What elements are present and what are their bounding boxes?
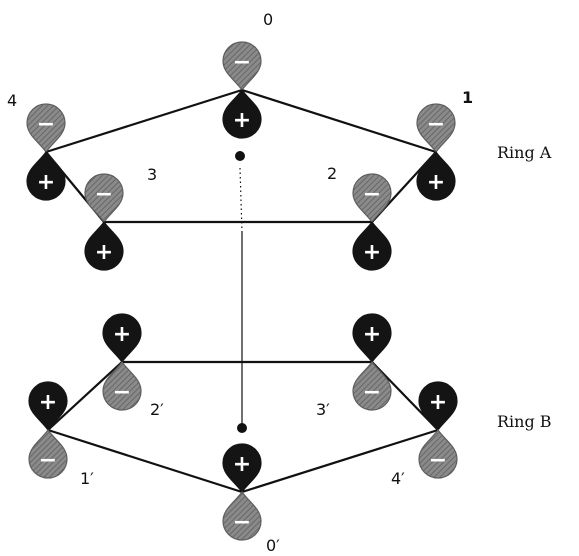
bond-a-0-1 xyxy=(241,88,437,154)
ring-b-atom-0-prime-lower-lobe: − xyxy=(222,490,262,541)
bond-b-1p-0p xyxy=(47,428,243,494)
svg-text:+: + xyxy=(37,170,55,195)
svg-text:−: − xyxy=(233,510,251,535)
ring-b-label: Ring B xyxy=(497,412,552,431)
bond-a-4-0 xyxy=(45,88,243,154)
svg-text:+: + xyxy=(363,240,381,265)
svg-text:−: − xyxy=(233,50,251,75)
ring-a-label: Ring A xyxy=(497,143,552,162)
svg-text:+: + xyxy=(113,322,131,347)
atom-label-1: 1 xyxy=(462,88,473,107)
axis-upper xyxy=(239,167,243,233)
ring-b-atom-2-prime-lower-lobe: − xyxy=(102,360,142,411)
svg-text:+: + xyxy=(39,390,57,415)
ring-b-center-dot xyxy=(237,423,247,433)
orbitals: − + − + − + − + − + + − + − + − + − + − xyxy=(26,41,458,541)
ring-a-atom-1-lower-lobe: + xyxy=(416,150,456,201)
ring-a-center-dot xyxy=(235,151,245,161)
atom-label-2-prime: 2′ xyxy=(150,400,164,419)
svg-text:−: − xyxy=(363,182,381,207)
ring-a-atom-2-upper-lobe: − xyxy=(352,173,392,224)
ring-b-atom-3-prime-lower-lobe: − xyxy=(352,360,392,411)
atom-label-3: 3 xyxy=(147,165,157,184)
svg-text:−: − xyxy=(363,380,381,405)
atom-label-0-prime: 0′ xyxy=(266,536,280,555)
svg-text:−: − xyxy=(113,380,131,405)
svg-text:+: + xyxy=(363,322,381,347)
ring-a-atom-4-lower-lobe: + xyxy=(26,150,66,201)
svg-text:−: − xyxy=(95,182,113,207)
ring-b-atom-0-prime-upper-lobe: + xyxy=(222,443,262,494)
svg-text:+: + xyxy=(233,108,251,133)
atom-label-3-prime: 3′ xyxy=(316,400,330,419)
svg-text:+: + xyxy=(427,170,445,195)
bond-b-4p-3p xyxy=(371,361,439,431)
bond-b-0p-4p xyxy=(241,428,439,494)
ring-b-atom-4-prime-lower-lobe: − xyxy=(418,428,458,479)
ring-b-atom-4-prime-upper-lobe: + xyxy=(418,381,458,432)
atom-label-4-prime: 4′ xyxy=(391,469,405,488)
svg-text:−: − xyxy=(427,112,445,137)
ring-a-atom-3-lower-lobe: + xyxy=(84,220,124,271)
ring-b-atom-2-prime-upper-lobe: + xyxy=(102,313,142,364)
ring-a-atom-3-upper-lobe: − xyxy=(84,173,124,224)
ring-a-atom-1-upper-lobe: − xyxy=(416,103,456,154)
atom-label-2: 2 xyxy=(327,164,337,183)
svg-text:−: − xyxy=(37,112,55,137)
atom-label-1-prime: 1′ xyxy=(80,469,94,488)
svg-text:−: − xyxy=(39,448,57,473)
svg-text:+: + xyxy=(429,390,447,415)
svg-text:+: + xyxy=(233,452,251,477)
ring-a-atom-4-upper-lobe: − xyxy=(26,103,66,154)
atom-label-4: 4 xyxy=(7,91,17,110)
atom-label-0: 0 xyxy=(263,10,273,29)
ring-b-atom-1-prime-upper-lobe: + xyxy=(28,381,68,432)
bond-b-1p-2p xyxy=(47,361,123,431)
ring-a-atom-2-lower-lobe: + xyxy=(352,220,392,271)
svg-text:+: + xyxy=(95,240,113,265)
ring-b-atom-1-prime-lower-lobe: − xyxy=(28,428,68,479)
ring-a-atom-0-upper-lobe: − xyxy=(222,41,262,92)
svg-text:−: − xyxy=(429,448,447,473)
ring-a-atom-0-lower-lobe: + xyxy=(222,88,262,139)
ring-b-atom-3-prime-upper-lobe: + xyxy=(352,313,392,364)
